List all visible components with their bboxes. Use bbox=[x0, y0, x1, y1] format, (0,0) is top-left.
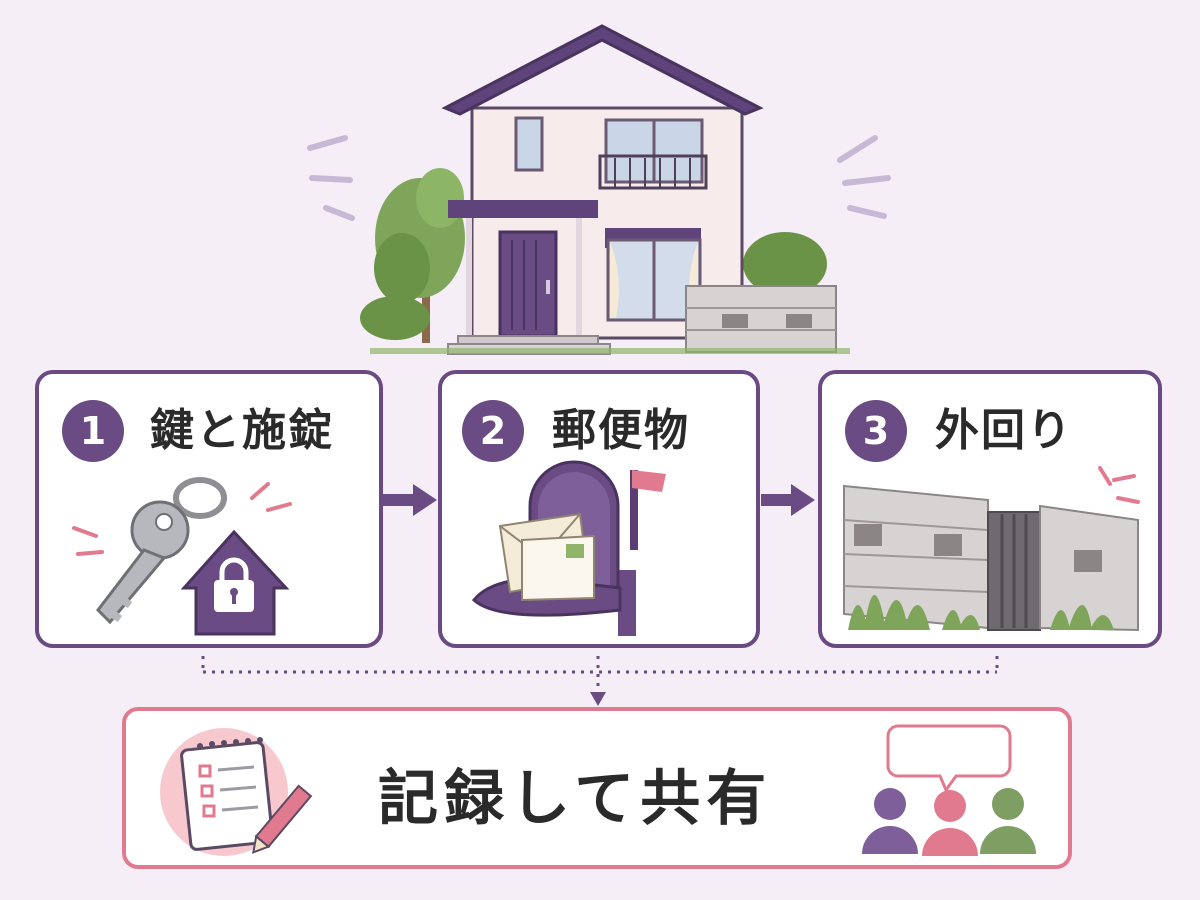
garden-wall-icon bbox=[843, 466, 1140, 632]
emphasis-lines-right bbox=[837, 135, 891, 219]
key-and-lock-icon bbox=[72, 477, 292, 636]
step-number-badge: 2 bbox=[462, 400, 524, 462]
step-number-badge: 3 bbox=[845, 400, 907, 462]
step-title: 郵便物 bbox=[552, 405, 690, 456]
tree-left bbox=[360, 168, 465, 343]
emphasis-lines-left bbox=[307, 135, 355, 221]
people-chat-icon bbox=[862, 724, 1036, 856]
arrow-right-icon bbox=[761, 484, 815, 516]
step-number-badge: 1 bbox=[62, 400, 124, 462]
porch-canopy bbox=[448, 200, 598, 218]
step-title: 鍵と施錠 bbox=[150, 405, 334, 456]
house-illustration bbox=[307, 24, 891, 355]
step-title: 外回り bbox=[935, 405, 1073, 456]
checklist-icon bbox=[160, 728, 313, 856]
house-roof bbox=[441, 24, 764, 116]
arrow-right-icon bbox=[383, 484, 437, 516]
block-wall-front bbox=[685, 285, 837, 353]
summary-title: 記録して共有 bbox=[378, 764, 773, 834]
dotted-connector bbox=[201, 656, 999, 706]
mailbox-icon bbox=[471, 460, 666, 636]
shrub-right bbox=[743, 232, 827, 296]
